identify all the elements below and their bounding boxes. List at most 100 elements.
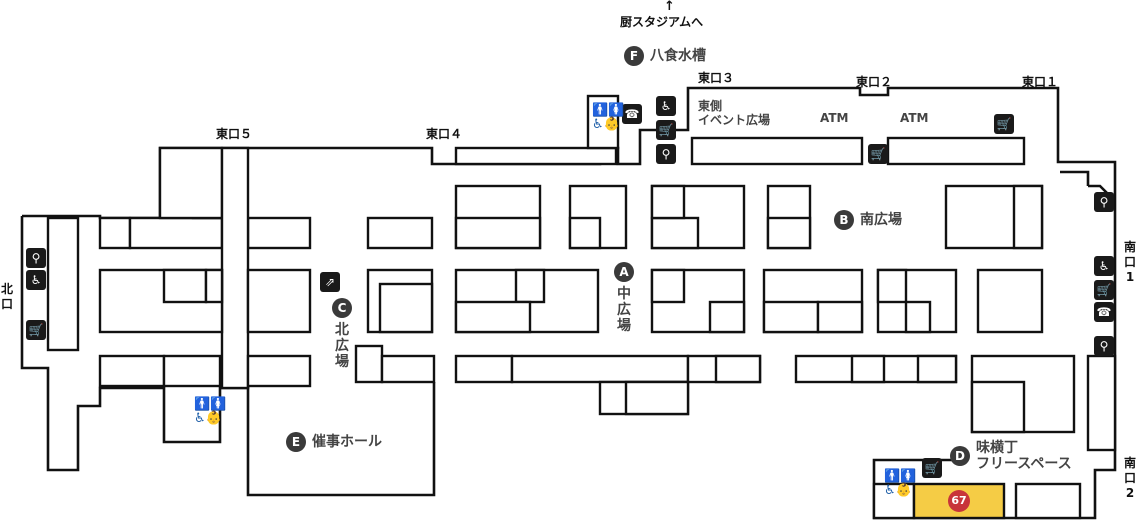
area-a[interactable]: A 中 広 場 (614, 262, 634, 334)
wheelchair-icon: ♿ (26, 270, 46, 290)
room (714, 354, 762, 384)
area-e-badge: E (286, 432, 306, 452)
gate-east-5: 東口５ (216, 127, 253, 141)
accessible-restroom-icon: ♿ (884, 483, 896, 498)
gate-south-1: 南 口 1 (1123, 240, 1137, 285)
room (220, 146, 250, 390)
gate-north: 北 口 (0, 282, 14, 312)
corridor-wall-se (1060, 170, 1090, 186)
escalator-icon: ⇗ (320, 272, 340, 292)
phone-icon: ☎ (1094, 302, 1114, 322)
room (246, 216, 312, 250)
room (1014, 482, 1082, 520)
room (766, 216, 812, 250)
outer-wall-right (1016, 95, 1117, 520)
area-f-name: 八食水槽 (650, 48, 706, 64)
cart-icon: 🛒 (994, 114, 1014, 134)
search-icon: ⚲ (1094, 192, 1114, 212)
room (1012, 184, 1044, 250)
gate-east-1: 東口１ (1022, 75, 1059, 89)
room (454, 216, 542, 250)
stadium-link[interactable]: 厨スタジアムへ (620, 15, 704, 29)
east-event-line2: イベント広場 (698, 112, 771, 127)
room (246, 268, 312, 334)
room (514, 268, 546, 304)
room (204, 268, 224, 304)
phone-icon: ☎ (622, 104, 642, 124)
room (850, 354, 886, 384)
restroom-icon: 🚹🚺 ♿👶 (592, 104, 624, 132)
room (586, 94, 620, 150)
gate-south-2: 南 口 2 (1123, 456, 1137, 501)
area-b-name: 南広場 (860, 212, 902, 228)
room (510, 354, 690, 384)
store-number-67[interactable]: 67 (948, 490, 970, 512)
atm-label: ATM (820, 111, 849, 125)
room (762, 300, 820, 334)
atm-label: ATM (900, 111, 929, 125)
area-c-char: 北 (335, 322, 349, 338)
gate-east-3: 東口３ (698, 71, 735, 85)
cart-icon: 🛒 (922, 458, 942, 478)
room (650, 216, 700, 250)
room (162, 354, 222, 388)
search-icon: ⚲ (1094, 336, 1114, 356)
female-restroom-icon: 🚺 (210, 397, 227, 412)
room (246, 354, 312, 388)
room (454, 146, 618, 166)
gate-south-1-char: 口 (1123, 255, 1136, 269)
cart-icon: 🛒 (656, 120, 676, 140)
room (650, 184, 686, 220)
gate-south-1-char: 1 (1125, 270, 1135, 284)
search-icon: ⚲ (26, 248, 46, 268)
east-event-line1: 東側 (698, 99, 723, 113)
area-a-char: 広 (617, 302, 631, 318)
room (568, 216, 602, 250)
gate-east-2: 東口２ (856, 75, 893, 89)
gate-south-2-char: 口 (1123, 471, 1136, 485)
search-icon: ⚲ (656, 144, 676, 164)
area-c-char: 場 (335, 354, 349, 370)
wheelchair-icon: ♿ (1094, 256, 1114, 276)
room (366, 216, 434, 250)
area-c[interactable]: C 北 広 場 (332, 298, 352, 370)
area-d-line2: フリースペース (976, 456, 1072, 473)
stadium-link-arrow[interactable]: ↑ (664, 0, 675, 14)
gate-north-char: 北 (0, 282, 13, 296)
gate-south-1-char: 南 (1123, 240, 1136, 254)
restroom-icon: 🚹🚺 ♿👶 (884, 470, 916, 498)
room (454, 300, 532, 334)
room (876, 268, 908, 304)
room (624, 380, 690, 416)
area-d-text: 味横丁フリースペース (976, 440, 1072, 472)
room (98, 354, 166, 388)
area-d-badge: D (950, 446, 970, 466)
gate-south-2-char: 南 (1123, 456, 1136, 470)
area-c-char: 広 (335, 338, 349, 354)
room (976, 268, 1044, 334)
room (128, 216, 224, 250)
east-event-plaza-label: 東側 イベント広場 (698, 99, 771, 128)
cart-icon: 🛒 (1094, 280, 1114, 300)
gate-east-4: 東口４ (426, 127, 463, 141)
gate-north-char: 口 (0, 297, 13, 311)
baby-icon: 👶 (603, 117, 620, 132)
accessible-restroom-icon: ♿ (194, 411, 206, 426)
area-a-badge: A (614, 262, 634, 282)
room (158, 146, 224, 220)
area-d-line1: 味横丁 (976, 440, 1018, 456)
female-restroom-icon: 🚺 (608, 103, 625, 118)
male-restroom-icon: 🚹 (592, 103, 609, 118)
baby-icon: 👶 (205, 411, 222, 426)
room (46, 216, 80, 352)
room (916, 354, 958, 384)
room (708, 300, 746, 334)
area-c-badge: C (332, 298, 352, 318)
room (886, 136, 1026, 166)
area-d[interactable]: D 味横丁フリースペース (950, 440, 1072, 472)
accessible-restroom-icon: ♿ (592, 117, 604, 132)
